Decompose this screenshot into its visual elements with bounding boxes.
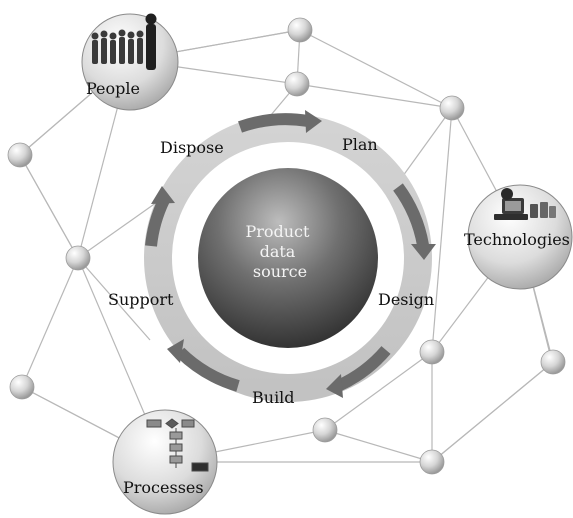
arrow-build-to-support xyxy=(175,347,240,392)
network-node xyxy=(439,95,465,121)
resource-label-processes: Processes xyxy=(123,478,204,497)
computer-devices-icon xyxy=(494,188,556,220)
processes-sphere: Processes xyxy=(112,409,218,515)
phase-label-plan: Plan xyxy=(342,135,378,154)
network-node xyxy=(419,449,445,475)
arrow-plan-to-design xyxy=(393,183,429,247)
network-node xyxy=(65,245,91,271)
network-node xyxy=(419,339,445,365)
arrow-design-to-build xyxy=(335,346,391,392)
hub-label-line-2: data xyxy=(260,242,296,261)
phase-label-dispose: Dispose xyxy=(160,138,224,157)
hub-label-line-3: source xyxy=(253,262,307,281)
network-node xyxy=(287,17,313,43)
flowchart-icon xyxy=(146,418,209,472)
arrow-dispose-to-plan xyxy=(238,113,309,133)
resource-label-technologies: Technologies xyxy=(464,230,570,249)
phase-label-build: Build xyxy=(252,388,295,407)
network-node xyxy=(540,349,566,375)
technologies-sphere: Technologies xyxy=(464,184,573,290)
network-node xyxy=(284,71,310,97)
arrow-head xyxy=(151,186,175,204)
product-data-source-hub xyxy=(198,168,378,348)
network-node xyxy=(9,374,35,400)
network-nodes xyxy=(7,17,566,475)
people-silhouettes-icon xyxy=(91,13,157,70)
resource-label-people: People xyxy=(86,79,140,98)
phase-label-support: Support xyxy=(108,290,174,309)
network-node xyxy=(312,417,338,443)
arrow-head xyxy=(167,339,184,363)
hub-label-line-1: Product xyxy=(245,222,310,241)
arrow-head xyxy=(305,110,322,133)
arrow-heads xyxy=(151,110,436,398)
arrow-head xyxy=(326,374,343,398)
arrow-head xyxy=(411,244,436,260)
network-node xyxy=(7,142,33,168)
svg-text:Product data source: Product data source xyxy=(245,222,314,281)
phase-label-design: Design xyxy=(378,290,434,309)
people-sphere: People xyxy=(81,13,179,111)
